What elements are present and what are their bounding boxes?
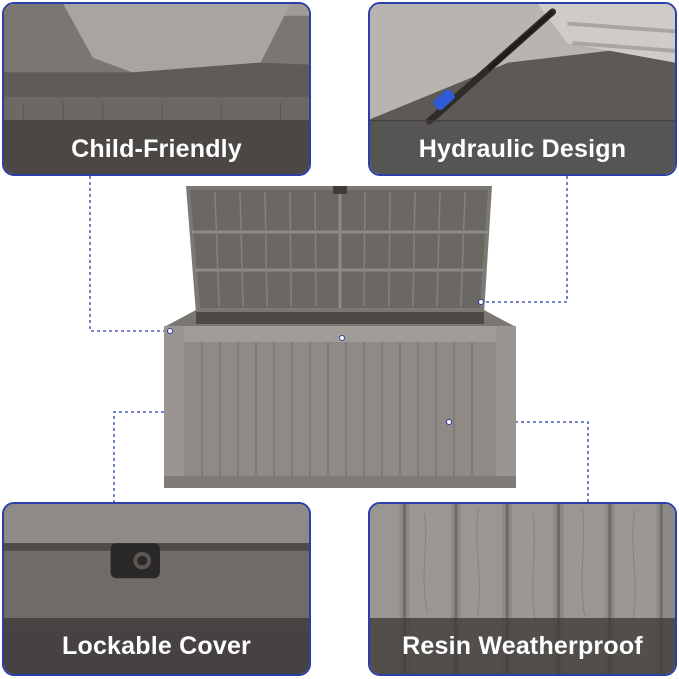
lockable-cover-panel: Lockable Cover	[2, 502, 311, 676]
feature-label: Resin Weatherproof	[402, 631, 643, 660]
feature-label: Hydraulic Design	[418, 134, 627, 163]
box-body	[164, 326, 516, 488]
hydraulic-design-panel: Hydraulic Design	[368, 2, 677, 176]
child-friendly-panel: Child-Friendly	[2, 2, 311, 176]
feature-label: Lockable Cover	[62, 631, 251, 660]
connector-dots	[167, 299, 484, 425]
open-lid	[186, 186, 492, 314]
feature-label: Child-Friendly	[71, 134, 242, 163]
label-bar: Resin Weatherproof	[370, 618, 675, 674]
resin-weatherproof-panel: Resin Weatherproof	[368, 502, 677, 676]
label-bar: Child-Friendly	[4, 120, 309, 174]
label-bar: Lockable Cover	[4, 618, 309, 674]
connector-lines	[89, 176, 589, 502]
label-bar: Hydraulic Design	[370, 120, 675, 174]
